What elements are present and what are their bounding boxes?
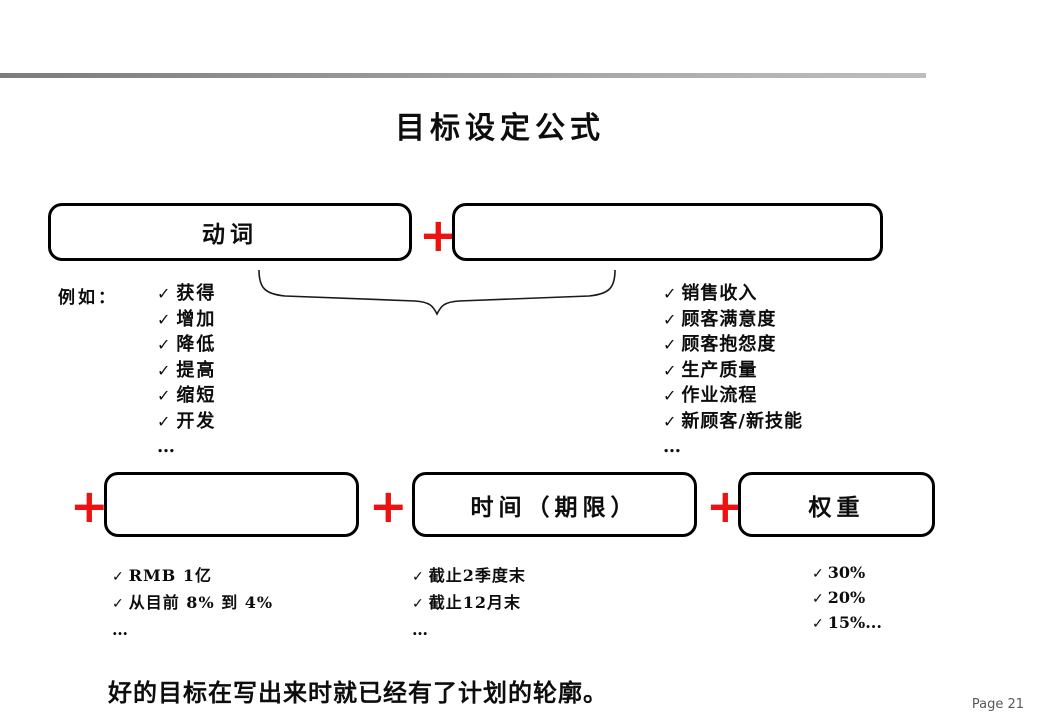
formula-box-time-label: 时间（期限） (470, 493, 639, 521)
curly-brace-icon (258, 269, 616, 316)
formula-box-time[interactable]: 时间（期限） (412, 472, 697, 537)
list-item-label: 顾客抱怨度 (681, 334, 777, 355)
list-item: ✓ RMB 1亿 (112, 563, 273, 590)
check-icon: ✓ (412, 569, 425, 585)
check-icon: ✓ (663, 386, 678, 405)
list-item: ✓ 销售收入 (663, 281, 803, 307)
list-item: ✓ 作业流程 (663, 383, 803, 409)
list-item-label: 从目前 8% 到 4% (128, 593, 274, 612)
list-ellipsis-label: … (157, 436, 176, 457)
list-item-label: 降低 (176, 334, 217, 355)
list-item: ✓ 从目前 8% 到 4% (112, 590, 273, 617)
list-item-label: 顾客满意度 (681, 308, 777, 330)
list-item-label: 15%... (827, 613, 882, 632)
formula-box-weight[interactable]: 权重 (738, 472, 935, 537)
list-item: ✓ 开发 (157, 409, 216, 435)
formula-box-weight-label: 权重 (808, 493, 865, 521)
list-item-label: 20% (827, 588, 866, 607)
check-icon: ✓ (663, 411, 678, 431)
list-item-label: 销售收入 (681, 283, 758, 304)
list-item: ✓ 增加 (157, 307, 216, 333)
page-title: 目标设定公式 (395, 111, 605, 146)
check-icon: ✓ (157, 411, 173, 431)
list-ellipsis-label: … (112, 620, 129, 639)
target-value-examples-list: ✓ RMB 1亿 ✓ 从目前 8% 到 4% … (112, 563, 273, 643)
list-ellipsis-label: … (663, 436, 682, 457)
list-item-label: 30% (827, 563, 866, 582)
list-ellipsis: … (412, 617, 526, 643)
list-item: ✓ 新顾客/新技能 (663, 409, 803, 435)
check-icon: ✓ (412, 596, 425, 612)
formula-box-verb-label: 动词 (202, 221, 258, 248)
list-item-label: 新顾客/新技能 (681, 410, 803, 432)
list-ellipsis-label: … (412, 620, 429, 639)
list-item: ✓ 20% (812, 586, 882, 611)
list-item-label: 生产质量 (681, 359, 758, 381)
check-icon: ✓ (157, 284, 173, 303)
list-item-label: 截止12月末 (428, 593, 522, 612)
page-number: Page 21 (971, 697, 1024, 712)
list-item-label: RMB 1亿 (128, 566, 212, 585)
list-item: ✓ 截止12月末 (412, 590, 526, 617)
plus-sign-bottom-left: + (70, 479, 109, 533)
list-item: ✓ 顾客抱怨度 (663, 332, 803, 358)
formula-box-object[interactable] (452, 203, 883, 261)
list-ellipsis: … (112, 617, 273, 643)
header-divider-rule (0, 73, 926, 78)
list-item: ✓ 30% (812, 561, 882, 586)
check-icon: ✓ (663, 360, 678, 380)
list-item-label: 作业流程 (681, 385, 758, 406)
list-item: ✓ 缩短 (157, 383, 216, 409)
plus-sign-bottom-middle: + (369, 479, 408, 533)
time-examples-list: ✓ 截止2季度末 ✓ 截止12月末 … (412, 563, 526, 643)
list-item-label: 开发 (176, 410, 217, 432)
slide-caption: 好的目标在写出来时就已经有了计划的轮廓。 (108, 678, 608, 707)
list-item: ✓ 提高 (157, 358, 216, 384)
list-ellipsis: … (157, 434, 216, 460)
list-ellipsis: … (663, 434, 803, 460)
check-icon: ✓ (812, 616, 824, 632)
list-item: ✓ 降低 (157, 332, 216, 358)
check-icon: ✓ (112, 569, 125, 585)
list-item-label: 缩短 (176, 385, 217, 406)
formula-box-target-value[interactable] (104, 472, 359, 537)
list-item: ✓ 顾客满意度 (663, 307, 803, 333)
weight-examples-list: ✓ 30% ✓ 20% ✓ 15%... (812, 561, 882, 636)
check-icon: ✓ (157, 309, 173, 329)
check-icon: ✓ (812, 591, 824, 607)
check-icon: ✓ (157, 386, 173, 405)
check-icon: ✓ (663, 284, 678, 303)
example-label: 例如： (58, 288, 118, 308)
object-examples-list: ✓ 销售收入 ✓ 顾客满意度 ✓ 顾客抱怨度 ✓ 生产质量 ✓ 作业流程 ✓ 新… (663, 281, 803, 460)
list-item: ✓ 15%... (812, 611, 882, 636)
check-icon: ✓ (112, 596, 125, 612)
check-icon: ✓ (663, 335, 678, 354)
list-item: ✓ 获得 (157, 281, 216, 307)
list-item-label: 增加 (176, 308, 217, 330)
check-icon: ✓ (157, 335, 173, 354)
list-item: ✓ 生产质量 (663, 358, 803, 384)
plus-sign-top: + (419, 208, 458, 262)
verb-examples-list: ✓ 获得 ✓ 增加 ✓ 降低 ✓ 提高 ✓ 缩短 ✓ 开发 … (157, 281, 216, 460)
list-item-label: 提高 (176, 359, 217, 381)
check-icon: ✓ (812, 566, 824, 582)
check-icon: ✓ (663, 309, 678, 329)
check-icon: ✓ (157, 360, 173, 380)
list-item-label: 截止2季度末 (428, 566, 526, 585)
list-item-label: 获得 (176, 283, 217, 304)
formula-box-verb[interactable]: 动词 (48, 203, 412, 261)
list-item: ✓ 截止2季度末 (412, 563, 526, 590)
